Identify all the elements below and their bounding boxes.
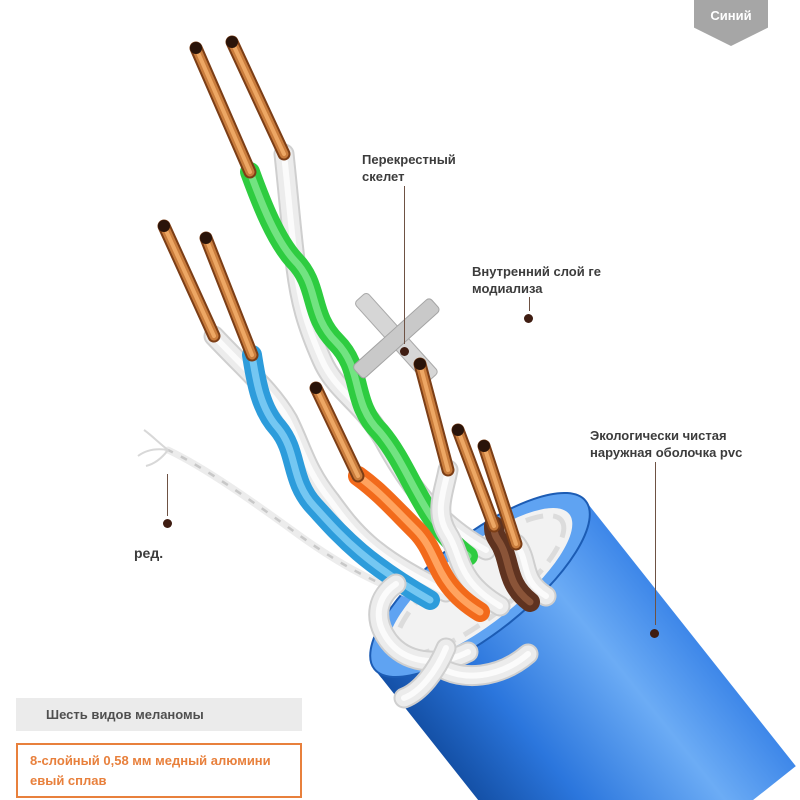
twisted-pair-brown xyxy=(451,423,557,612)
copper-conductor xyxy=(477,439,523,551)
callout-text: Внутренний слой ге xyxy=(472,264,601,279)
callout-rip-cord: ред. xyxy=(134,545,164,561)
copper-conductor xyxy=(309,381,365,483)
twisted-pair-green xyxy=(189,35,497,566)
twisted-pair-blue xyxy=(157,219,457,610)
copper-conductor xyxy=(189,41,257,179)
callout-text: наружная оболочка pvc xyxy=(590,444,743,460)
callout-text: Экологически чистая xyxy=(590,428,727,443)
spec-line: евый сплав xyxy=(30,772,107,788)
rip-cord xyxy=(137,429,424,602)
callout-line xyxy=(529,297,530,311)
cable-jacket xyxy=(374,501,796,800)
callout-inner-layer: Внутренний слой ге модиализа xyxy=(472,264,601,298)
callout-dot xyxy=(650,629,659,638)
callout-dot xyxy=(400,347,409,356)
callout-text: скелет xyxy=(362,168,405,184)
spec-box: 8-слойный 0,58 мм медный алюмини евый сп… xyxy=(16,743,302,798)
callout-dot xyxy=(163,519,172,528)
twisted-pair-orange xyxy=(309,357,511,622)
copper-conductor xyxy=(157,219,221,343)
copper-conductor xyxy=(413,357,455,477)
callout-cross-skeleton: Перекрестный скелет xyxy=(362,152,456,186)
note-bar: Шесть видов меланомы xyxy=(16,698,302,731)
callout-line xyxy=(655,462,656,625)
white-filler-wires xyxy=(368,573,539,709)
callout-line xyxy=(404,186,405,344)
color-ribbon-label: Синий xyxy=(710,8,752,23)
copper-conductor xyxy=(225,35,291,161)
copper-conductor xyxy=(451,423,501,533)
copper-conductor xyxy=(199,231,259,362)
callout-dot xyxy=(524,314,533,323)
callout-line xyxy=(167,474,168,516)
callout-text: модиализа xyxy=(472,280,543,296)
spec-line: 8-слойный 0,58 мм медный алюмини xyxy=(30,753,271,768)
callout-text: Перекрестный xyxy=(362,152,456,167)
callout-outer-sheath: Экологически чистая наружная оболочка pv… xyxy=(590,428,742,462)
